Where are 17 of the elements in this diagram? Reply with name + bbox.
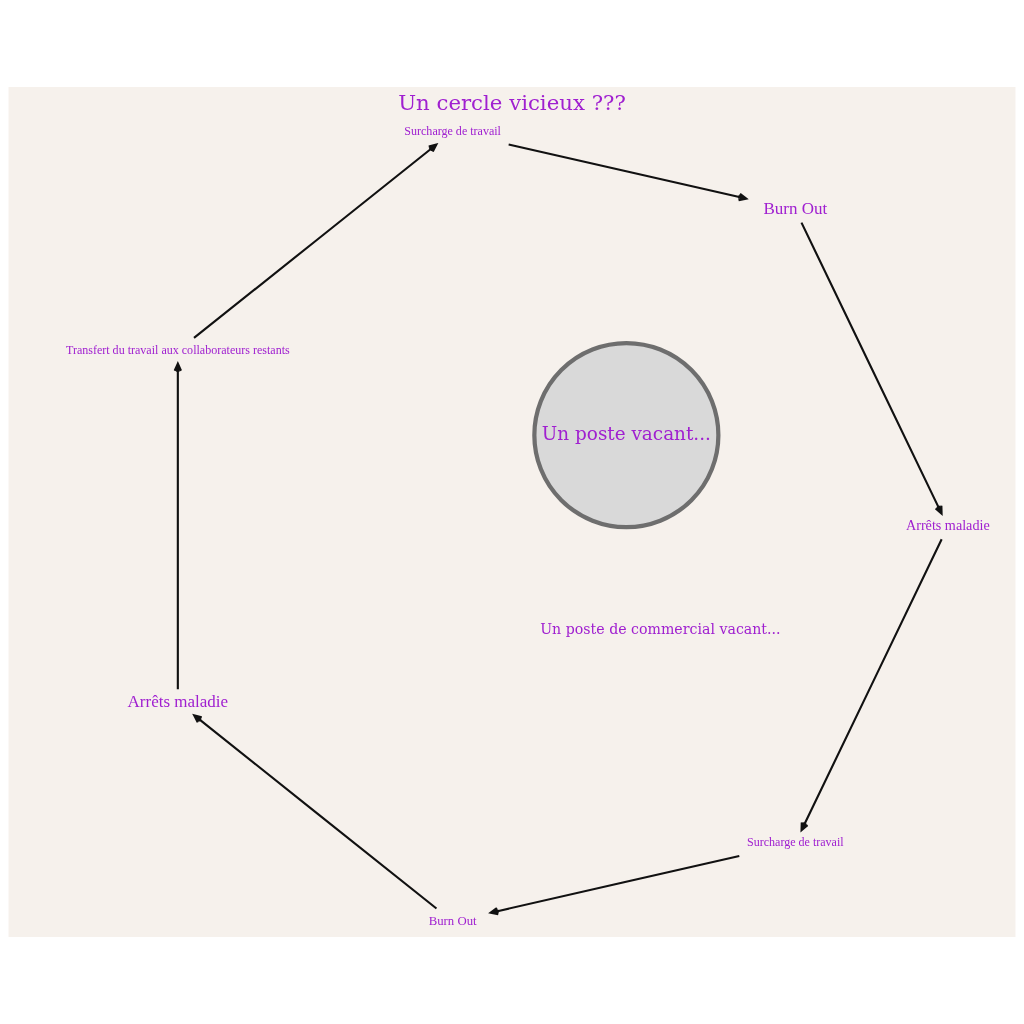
arrow (193, 143, 438, 339)
arrow (173, 362, 183, 690)
node-text: Surcharge de travail (404, 123, 501, 138)
node-text: Arrêts maladie (905, 517, 990, 534)
node-text: Burn Out (428, 913, 477, 928)
diagram-title: Un cercle vicieux ??? (398, 89, 626, 115)
arrow (800, 222, 943, 515)
node-text: Surcharge de travail (746, 835, 844, 850)
node-circle: Un poste vacant... (532, 341, 721, 530)
arrow (508, 143, 748, 202)
node-text: Transfert du travail aux collaborateurs restants (65, 342, 290, 357)
label: Un poste de commercial vacant... (540, 621, 781, 638)
arrow (489, 854, 740, 916)
arrow (193, 714, 438, 910)
node-text: Burn Out (763, 199, 828, 219)
arrow (800, 538, 943, 832)
node-text: Arrêts maladie (127, 691, 229, 711)
